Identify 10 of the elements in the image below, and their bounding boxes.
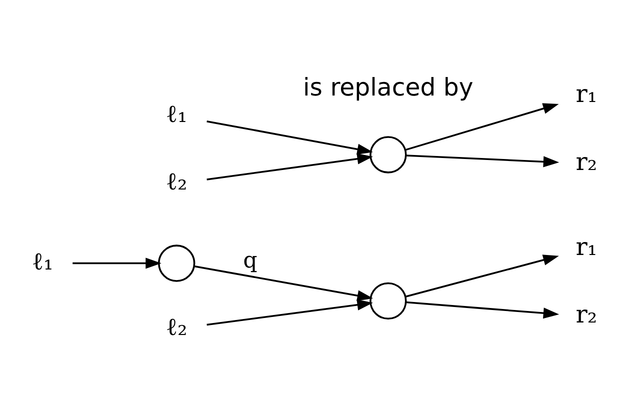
node-text: ℓ₂ [166,311,188,340]
edge-label: q [243,247,258,274]
node-text: r₁ [576,78,598,108]
label: is replaced by [303,72,474,102]
node-text: ℓ₁ [32,246,54,275]
node-text: r₂ [576,299,598,328]
node-text: ℓ₂ [166,166,188,196]
node-text: r₁ [576,232,598,261]
node-text: r₂ [576,146,598,176]
node-text: ℓ₁ [166,98,188,128]
